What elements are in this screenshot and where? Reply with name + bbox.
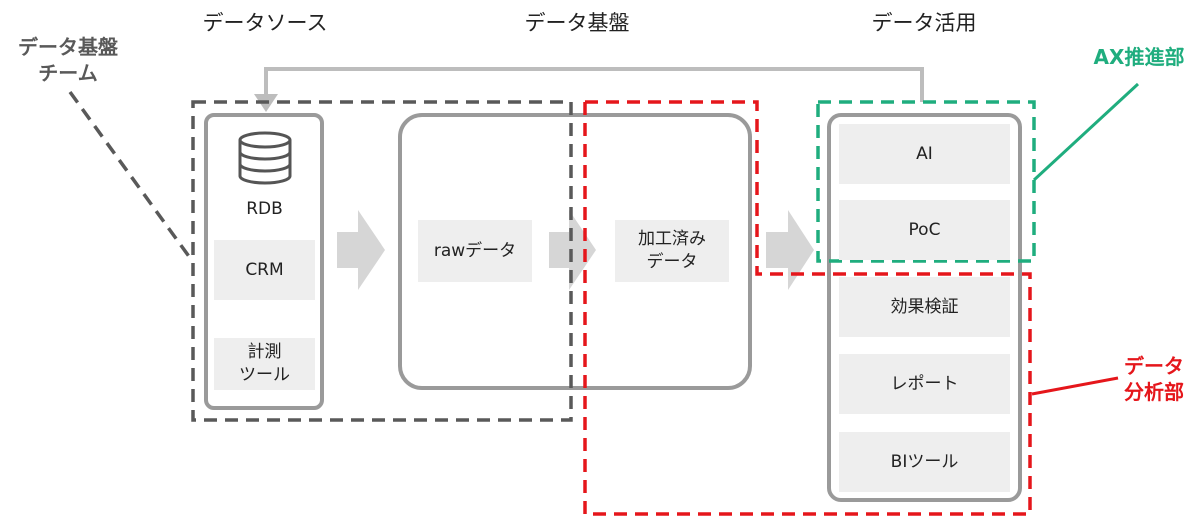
data-platform-team-leader <box>68 90 195 264</box>
feedback-loop-line <box>264 67 924 102</box>
analytics-team-line2: 分析部 <box>1124 379 1184 404</box>
raw-data-label: rawデータ <box>433 240 517 261</box>
sources-container <box>204 113 324 410</box>
usage-item-poc-label: PoC <box>908 219 941 240</box>
analytics-team-region <box>583 100 1032 516</box>
crm-box: CRM <box>214 240 315 300</box>
rdb-label: RDB <box>246 199 283 219</box>
usage-item-bi-tool-label: BIツール <box>890 451 959 472</box>
flow-arrow-sources-to-platform <box>337 210 385 290</box>
ax-team-label: AX推進部 <box>1093 45 1185 69</box>
database-icon <box>238 131 292 185</box>
analytics-team-label: データ 分析部 <box>1108 354 1200 405</box>
usage-item-ai: AI <box>839 124 1010 184</box>
usage-item-report: レポート <box>839 354 1010 414</box>
usage-item-effect-verification-label: 効果検証 <box>890 296 959 317</box>
ax-team-region <box>816 100 1036 263</box>
usage-item-poc: PoC <box>839 200 1010 260</box>
measurement-tool-line1: 計測 <box>247 342 282 363</box>
column-header-sources: データソース <box>202 11 328 35</box>
ax-team-leader <box>1032 82 1140 182</box>
measurement-tool-box: 計測 ツール <box>214 338 315 390</box>
crm-label: CRM <box>245 259 284 280</box>
usage-container <box>827 113 1022 502</box>
raw-data-box: rawデータ <box>418 220 532 282</box>
usage-item-bi-tool: BIツール <box>839 432 1010 492</box>
column-header-usage: データ活用 <box>871 11 977 35</box>
usage-item-report-label: レポート <box>890 373 959 394</box>
usage-item-effect-verification: 効果検証 <box>839 277 1010 337</box>
data-platform-team-line1: データ基盤 <box>18 35 118 59</box>
platform-container <box>398 113 752 390</box>
flow-arrow-platform-to-usage <box>766 210 814 290</box>
analytics-team-leader <box>1031 376 1119 396</box>
data-platform-team-line2: チーム <box>38 60 98 85</box>
analytics-team-line1: データ <box>1124 354 1184 378</box>
measurement-tool-line2: ツール <box>239 365 290 385</box>
processed-data-line1: 加工済み <box>638 229 706 250</box>
column-header-platform: データ基盤 <box>524 11 630 35</box>
processed-data-box: 加工済み データ <box>615 220 729 282</box>
data-platform-team-region <box>191 100 573 422</box>
processed-data-line2: データ <box>646 252 698 272</box>
usage-item-ai-label: AI <box>916 143 933 164</box>
data-platform-team-label: データ基盤 チーム <box>6 35 130 86</box>
